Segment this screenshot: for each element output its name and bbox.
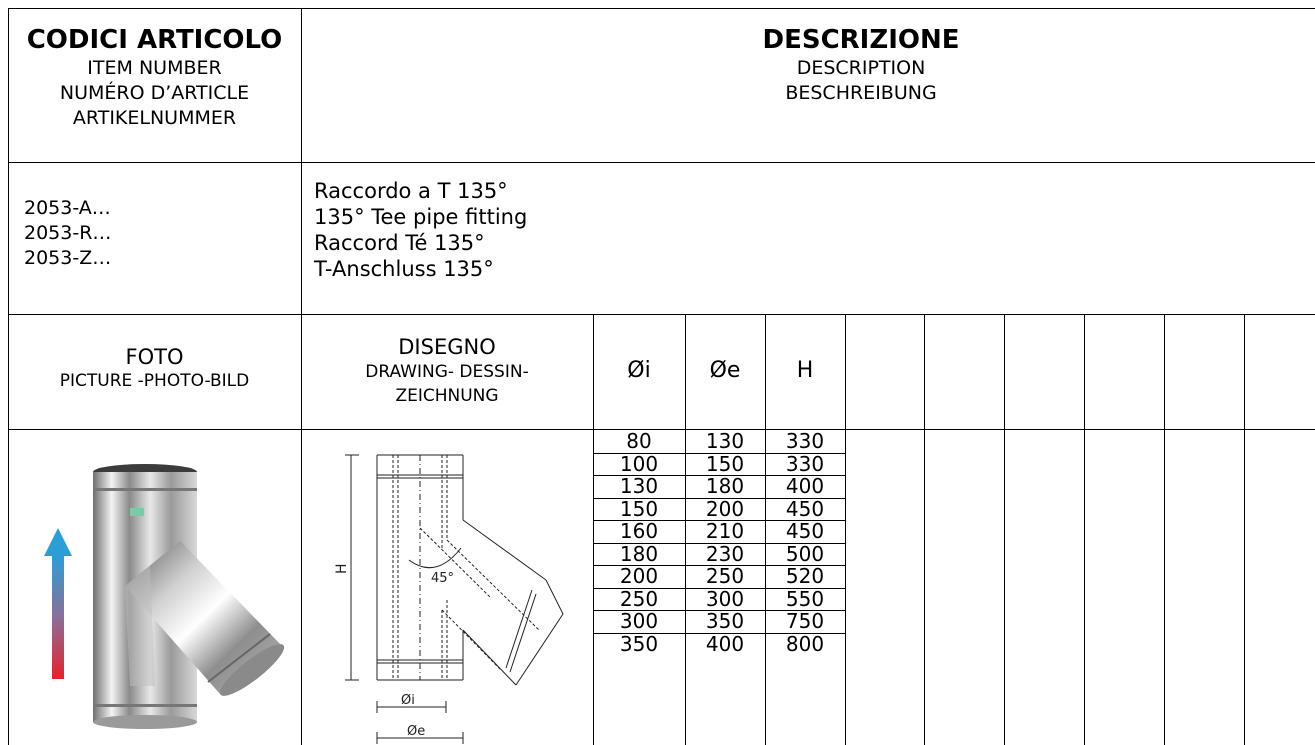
- table-cell: 300: [705, 587, 745, 611]
- data-row-line: [593, 520, 845, 521]
- codes-title: CODICI ARTICOLO: [26, 25, 283, 55]
- data-row-line: [593, 543, 845, 544]
- table-cell: 250: [705, 564, 745, 588]
- table-cell: 150: [619, 497, 659, 521]
- table-cell: 210: [705, 519, 745, 543]
- table-cell: 500: [785, 542, 825, 566]
- item-codes: 2053-A… 2053-R… 2053-Z…: [24, 196, 111, 271]
- row-line-3: [8, 429, 1315, 430]
- table-cell: 180: [619, 542, 659, 566]
- description-line: Raccord Té 135°: [314, 231, 485, 255]
- description-header: DESCRIZIONE DESCRIPTION BESCHREIBUNG: [301, 24, 1315, 106]
- spec-col-line: [1244, 314, 1245, 745]
- item-code: 2053-A…: [24, 197, 111, 219]
- data-row-line: [593, 565, 845, 566]
- table-cell: 300: [619, 609, 659, 633]
- desc-en: DESCRIPTION: [796, 57, 926, 79]
- table-cell: 180: [705, 474, 745, 498]
- spec-col-line: [924, 314, 925, 745]
- description-line: Raccordo a T 135°: [314, 179, 508, 203]
- data-row-line: [593, 588, 845, 589]
- outer-diameter-label: Øe: [407, 724, 425, 739]
- col-header-de: Øe: [709, 358, 741, 383]
- table-cell: 400: [705, 632, 745, 656]
- table-cell: 200: [619, 564, 659, 588]
- item-code: 2053-Z…: [24, 247, 112, 269]
- data-row-line: [593, 610, 845, 611]
- table-cell: 160: [619, 519, 659, 543]
- col-header-di: Øi: [627, 358, 651, 383]
- col-header-h: H: [796, 358, 814, 383]
- border-top: [8, 8, 1315, 9]
- photo-title: FOTO: [125, 345, 184, 369]
- table-cell: 350: [619, 632, 659, 656]
- border-left: [8, 8, 9, 745]
- codes-header: CODICI ARTICOLO ITEM NUMBER NUMÉRO D’ART…: [8, 24, 301, 131]
- table-cell: 330: [785, 452, 825, 476]
- table-cell: 400: [785, 474, 825, 498]
- drawing-subtitle: DRAWING- DESSIN-: [365, 362, 529, 382]
- table-cell: 130: [705, 429, 745, 453]
- description-line: 135° Tee pipe fitting: [314, 205, 528, 229]
- drawing-title: DISEGNO: [398, 335, 496, 359]
- photo-header: FOTO PICTURE -PHOTO-BILD: [8, 344, 301, 392]
- table-cell: 520: [785, 564, 825, 588]
- spec-col-line: [845, 314, 846, 745]
- description-line: T-Anschluss 135°: [314, 257, 494, 281]
- spec-col-line: [1004, 314, 1005, 745]
- spec-col-line: [765, 314, 766, 745]
- angle-label: 45°: [431, 571, 454, 586]
- table-cell: 230: [705, 542, 745, 566]
- table-cell: 200: [705, 497, 745, 521]
- codes-de: ARTIKELNUMMER: [72, 107, 237, 129]
- drawing-subtitle: ZEICHNUNG: [395, 386, 499, 406]
- inner-diameter-label: Øi: [401, 693, 415, 708]
- spec-col-line: [685, 314, 686, 745]
- photo-subtitle: PICTURE -PHOTO-BILD: [59, 371, 250, 391]
- height-label: H: [334, 563, 350, 574]
- spec-col-line: [593, 314, 594, 745]
- codes-fr: NUMÉRO D’ARTICLE: [59, 82, 250, 104]
- table-cell: 450: [785, 497, 825, 521]
- table-cell: 750: [785, 609, 825, 633]
- table-cell: 550: [785, 587, 825, 611]
- desc-title: DESCRIZIONE: [762, 25, 960, 55]
- data-row-line: [593, 498, 845, 499]
- spec-col-line: [1084, 314, 1085, 745]
- data-row-line: [593, 475, 845, 476]
- table-cell: 450: [785, 519, 825, 543]
- table-cell: 80: [626, 429, 652, 453]
- row-line-2: [8, 314, 1315, 315]
- desc-de: BESCHREIBUNG: [785, 82, 937, 104]
- codes-en: ITEM NUMBER: [87, 57, 222, 79]
- table-cell: 330: [785, 429, 825, 453]
- item-description: Raccordo a T 135° 135° Tee pipe fitting …: [314, 178, 527, 282]
- row-line-1: [8, 162, 1315, 163]
- item-code: 2053-R…: [24, 222, 112, 244]
- col-line-code: [301, 8, 302, 745]
- drawing-header: DISEGNO DRAWING- DESSIN- ZEICHNUNG: [301, 334, 593, 408]
- spec-col-line: [1164, 314, 1165, 745]
- table-cell: 130: [619, 474, 659, 498]
- data-row-line: [593, 453, 845, 454]
- table-cell: 800: [785, 632, 825, 656]
- table-cell: 250: [619, 587, 659, 611]
- table-cell: 100: [619, 452, 659, 476]
- technical-drawing: 45° H Øi Øe: [334, 454, 564, 744]
- table-cell: 150: [705, 452, 745, 476]
- table-cell: 350: [705, 609, 745, 633]
- product-photo: [44, 464, 285, 729]
- data-row-line: [593, 633, 845, 634]
- pipe-illustration: [93, 464, 285, 729]
- flow-arrow-icon: [44, 528, 72, 679]
